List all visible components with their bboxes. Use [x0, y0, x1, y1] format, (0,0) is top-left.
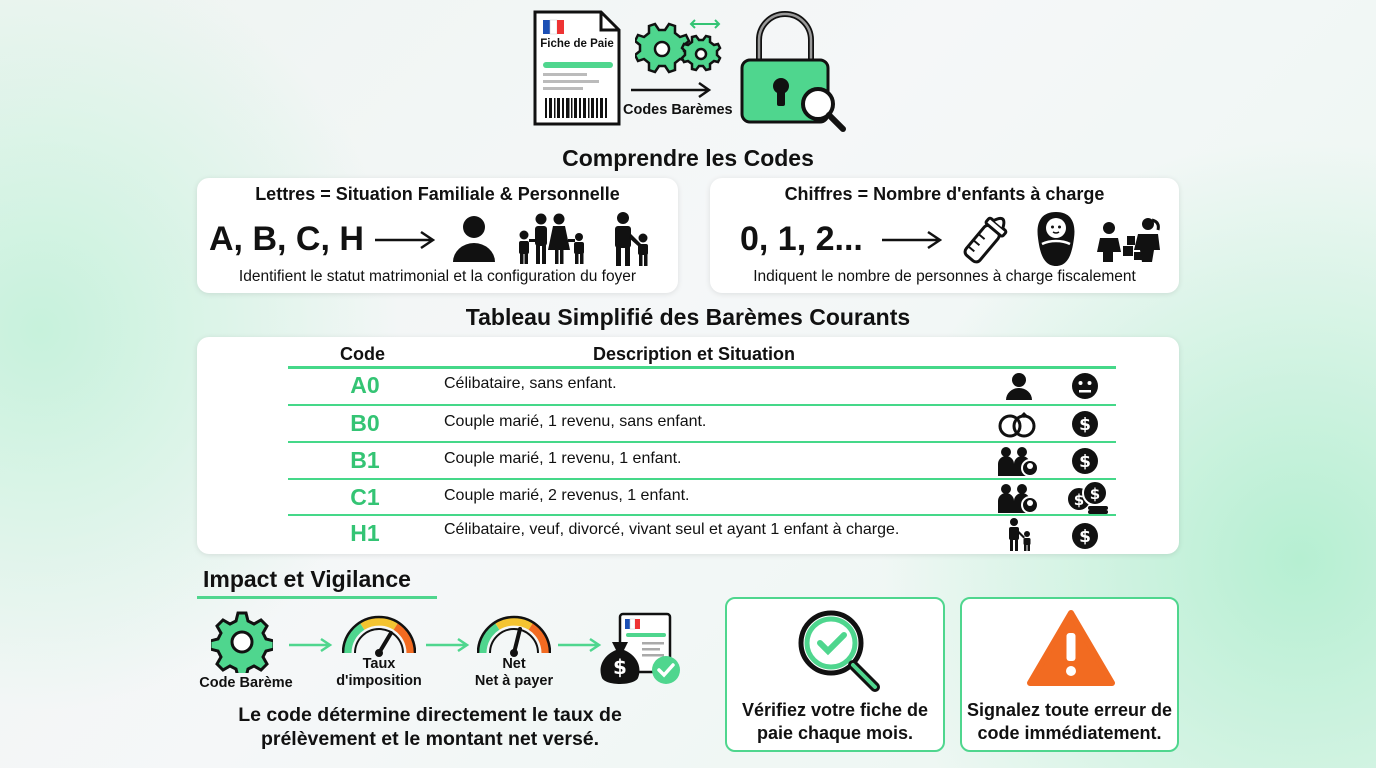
letters-description: Identifient le statut matrimonial et la …: [238, 268, 637, 285]
svg-text:$: $: [613, 655, 627, 679]
table-row: B1 Couple marié, 1 revenu, 1 enfant. $: [288, 441, 1116, 477]
svg-text:$: $: [1079, 527, 1091, 547]
numbers-description: Indiquent le nombre de personnes à charg…: [753, 268, 1136, 285]
person-icon: [453, 216, 495, 262]
row-description: Couple marié, 1 revenu, sans enfant.: [444, 413, 707, 430]
parent-child-icon: [1009, 518, 1031, 551]
table-header-code: Code: [340, 344, 385, 364]
children-playing-icon: [1097, 218, 1160, 262]
family-icon: [998, 447, 1039, 477]
numbers-card: Chiffres = Nombre d'enfants à charge 0, …: [710, 178, 1179, 293]
table-title: Tableau Simplifié des Barèmes Courants: [465, 304, 911, 330]
tip-report-text: Signalez toute erreur de code immédiatem…: [966, 700, 1173, 743]
family-icon: [998, 484, 1039, 514]
neutral-face-icon: [1072, 373, 1098, 399]
arrow-right-icon: [882, 230, 942, 250]
understand-title: Comprendre les Codes: [562, 145, 814, 171]
coins-stack-icon: $ $: [1066, 480, 1108, 514]
dollar-coin-icon: $: [1072, 411, 1098, 437]
gauge-icon: [477, 615, 551, 657]
warning-icon: [1027, 610, 1115, 686]
table-row: A0 Célibataire, sans enfant.: [288, 368, 1116, 404]
payslip-label: Fiche de Paie: [540, 38, 614, 50]
flow-step-net: Net Net à payer: [474, 656, 554, 689]
letters-card-title: Lettres = Situation Familiale & Personne…: [255, 184, 620, 204]
svg-text:$: $: [1074, 491, 1084, 509]
table-row: C1 Couple marié, 2 revenus, 1 enfant. $ …: [288, 478, 1116, 514]
arrow-right-icon: [426, 637, 470, 653]
money-bag-payslip-icon: $: [600, 612, 680, 684]
row-code: C1: [350, 484, 380, 510]
tip-verify-text: Vérifiez votre fiche de paie chaque mois…: [741, 700, 929, 743]
payslip-icon: [533, 10, 621, 126]
row-code: H1: [350, 520, 380, 546]
baby-bottle-icon: [963, 216, 1008, 264]
padlock-icon: [740, 11, 846, 132]
row-description: Célibataire, veuf, divorcé, vivant seul …: [444, 521, 900, 538]
wedding-rings-icon: [998, 412, 1036, 438]
swaddled-baby-icon: [1037, 212, 1075, 266]
person-icon: [1006, 373, 1032, 400]
row-description: Célibataire, sans enfant.: [444, 375, 617, 392]
flow-step-code: Code Barème: [199, 675, 293, 691]
letters-codes: A, B, C, H: [209, 220, 364, 258]
table-row: H1 Célibataire, veuf, divorcé, vivant se…: [288, 514, 1116, 551]
impact-title-underline: [197, 596, 437, 599]
row-code: B1: [350, 447, 380, 473]
parent-child-icon: [615, 212, 648, 266]
numbers-card-title: Chiffres = Nombre d'enfants à charge: [784, 184, 1105, 204]
header-illustration: Fiche de Paie Codes Barèmes: [525, 8, 855, 132]
table-header-rule: [288, 366, 1116, 369]
row-description: Couple marié, 2 revenus, 1 enfant.: [444, 487, 690, 504]
gauge-icon: [342, 615, 416, 657]
arrow-label: Codes Barèmes: [623, 102, 733, 118]
magnifier-check-icon: [798, 610, 880, 692]
numbers-codes: 0, 1, 2...: [740, 220, 863, 258]
arrow-right-icon: [289, 637, 333, 653]
table-header-description: Description et Situation: [593, 344, 796, 364]
dollar-coin-icon: $: [1072, 448, 1098, 474]
table-card: [197, 337, 1179, 554]
row-code: B0: [350, 410, 380, 436]
gear-icon: [211, 611, 273, 673]
family-icon: [519, 213, 584, 264]
letters-card: Lettres = Situation Familiale & Personne…: [197, 178, 678, 293]
gears-icon: [635, 19, 722, 74]
table-row: B0 Couple marié, 1 revenu, sans enfant. …: [288, 404, 1116, 440]
tip-card-verify: Vérifiez votre fiche de paie chaque mois…: [725, 597, 945, 752]
svg-text:$: $: [1090, 485, 1100, 503]
impact-title: Impact et Vigilance: [203, 566, 411, 592]
row-description: Couple marié, 1 revenu, 1 enfant.: [444, 450, 682, 467]
tip-card-report: Signalez toute erreur de code immédiatem…: [960, 597, 1179, 752]
row-code: A0: [350, 372, 380, 398]
svg-text:$: $: [1079, 415, 1091, 435]
svg-text:$: $: [1079, 452, 1091, 472]
flow-step-tax-rate: Taux d'imposition: [336, 656, 422, 689]
arrow-right-icon: [631, 81, 712, 99]
dollar-coin-icon: $: [1072, 523, 1098, 549]
impact-summary: Le code détermine directement le taux de…: [238, 704, 622, 750]
arrow-right-icon: [375, 230, 435, 250]
arrow-right-icon: [558, 637, 602, 653]
